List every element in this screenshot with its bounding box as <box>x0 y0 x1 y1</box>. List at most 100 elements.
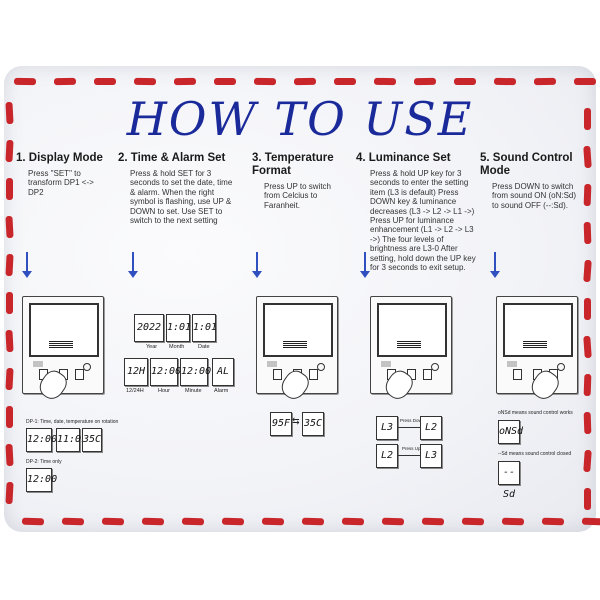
border-stitch <box>5 367 14 391</box>
label-year: Year <box>146 344 158 350</box>
text-display-mode: Press "SET" to transform DP1 <-> DP2 <box>28 169 94 197</box>
press-up-label: Press Up <box>402 446 421 451</box>
border-stitch <box>583 221 592 245</box>
sound-off-note: --Sd means sound control closed <box>498 451 572 457</box>
border-stitch <box>421 517 445 526</box>
column-luminance-set: 4. Luminance Set Press & hold UP key for… <box>356 152 480 272</box>
dp1-caption: DP-1: Time, date, temperature on rotatio… <box>26 419 119 425</box>
page-title: HOW TO USE <box>126 92 474 146</box>
border-stitch <box>214 78 236 85</box>
border-stitch <box>574 78 596 85</box>
clock-device-4 <box>370 296 452 404</box>
right-arrow-icon <box>398 427 420 428</box>
border-stitch <box>94 78 116 85</box>
display-bar <box>283 341 307 349</box>
border-stitch <box>533 77 557 86</box>
sound-off-display: --Sd <box>498 461 520 500</box>
arrow-down-icon <box>360 252 370 278</box>
luminance-l3b-display: L3 <box>420 444 442 468</box>
display-bar <box>49 341 73 349</box>
label-alarm: Alarm <box>214 388 229 394</box>
column-time-alarm-set: 2. Time & Alarm Set Press & hold SET for… <box>118 152 238 225</box>
border-stitch <box>101 517 125 526</box>
border-stitch <box>173 77 197 86</box>
down-button-icon <box>309 369 318 380</box>
down-button-icon <box>423 369 432 380</box>
minute-display: 12:00 <box>180 358 211 386</box>
border-stitch <box>501 517 525 526</box>
dp1-temp-display: 35C <box>82 428 102 452</box>
set-button-icon <box>513 369 522 380</box>
heading-time-alarm-set: 2. Time & Alarm Set <box>118 152 226 164</box>
label-12-24h: 12/24H <box>126 388 144 394</box>
dp2-time-display: 12:00 <box>26 468 57 492</box>
border-stitch <box>181 517 205 526</box>
speaker-grille <box>507 361 517 367</box>
border-stitch <box>6 406 13 428</box>
border-stitch <box>293 77 317 86</box>
label-hour: Hour <box>158 388 170 394</box>
border-stitch <box>541 517 565 526</box>
right-arrow-icon <box>398 455 420 456</box>
border-stitch <box>581 517 600 526</box>
border-stitch <box>584 108 591 130</box>
border-stitch <box>341 517 365 526</box>
column-sound-control: 5. Sound Control Mode Press DOWN to swit… <box>480 152 592 210</box>
alarm-knob-icon <box>557 363 565 371</box>
date-display: 1:01 <box>192 314 217 342</box>
arrow-down-icon <box>22 252 32 278</box>
border-stitch <box>6 292 13 314</box>
label-date: Date <box>198 344 210 350</box>
border-stitch <box>13 77 37 86</box>
border-stitch <box>583 411 592 435</box>
border-stitch <box>5 329 14 353</box>
border-stitch <box>583 449 592 473</box>
border-stitch <box>5 481 14 505</box>
text-sound-control: Press DOWN to switch from sound ON (oN:S… <box>492 182 577 210</box>
border-stitch <box>141 517 165 526</box>
border-stitch <box>253 77 277 86</box>
heading-temperature-format: 3. Temperature Format <box>252 152 334 177</box>
border-stitch <box>53 77 77 86</box>
hour-display: 12:00 <box>150 358 181 386</box>
dp1-time-display: 12:00 <box>26 428 57 452</box>
border-stitch <box>61 517 85 526</box>
hour-format-display: 12H <box>124 358 148 386</box>
border-stitch <box>454 78 476 85</box>
border-stitch <box>583 373 592 397</box>
speaker-grille <box>267 361 277 367</box>
heading-sound-control: 5. Sound Control Mode <box>480 152 573 177</box>
alarm-display: AL <box>212 358 234 386</box>
clock-device-3 <box>256 296 338 404</box>
border-stitch <box>221 517 245 526</box>
border-stitch <box>5 253 14 277</box>
text-luminance-set: Press & hold UP key for 3 seconds to ent… <box>370 169 476 273</box>
set-button-icon <box>273 369 282 380</box>
border-stitch <box>583 183 592 207</box>
display-bar <box>397 341 421 349</box>
heading-display-mode: 1. Display Mode <box>16 152 103 164</box>
border-stitch <box>583 335 592 359</box>
column-display-mode: 1. Display Mode Press "SET" to transform… <box>16 152 116 197</box>
border-stitch <box>6 178 13 200</box>
border-stitch <box>583 259 592 283</box>
sound-on-note: oNSd means sound control works <box>498 410 573 416</box>
arrow-down-icon <box>128 252 138 278</box>
text-temperature-format: Press UP to switch from Celcius to Faran… <box>264 182 331 210</box>
border-stitch <box>373 77 397 86</box>
border-stitch <box>21 517 45 526</box>
display-bar <box>523 341 547 349</box>
border-stitch <box>133 77 157 86</box>
luminance-l2-display: L2 <box>420 416 442 440</box>
down-button-icon <box>75 369 84 380</box>
dp1-date-display: 11:01 <box>56 428 87 452</box>
border-stitch <box>5 139 14 163</box>
border-stitch <box>584 298 591 320</box>
border-stitch <box>5 443 14 467</box>
border-stitch <box>493 77 517 86</box>
year-display: 2022 <box>134 314 164 342</box>
dp2-caption: DP-2: Time only <box>26 459 62 465</box>
sound-on-display: oNSd <box>498 420 523 444</box>
